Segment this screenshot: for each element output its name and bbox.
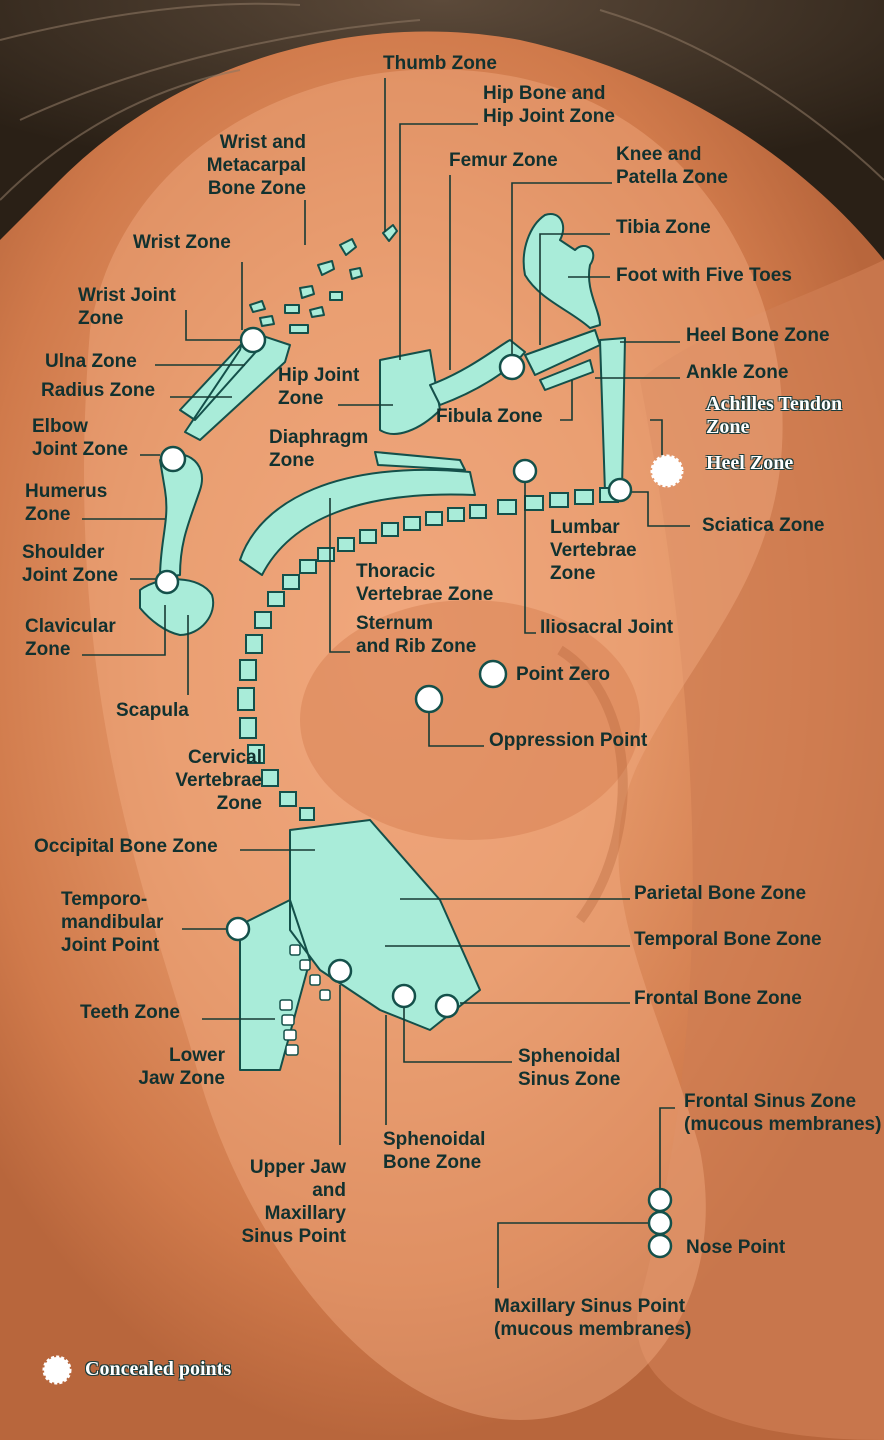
- label-frontal-sinus-zone: Frontal Sinus Zone (mucous membranes): [684, 1090, 881, 1136]
- label-hip-joint-zone: Hip Joint Zone: [278, 364, 359, 410]
- label-shoulder-zone: Shoulder Joint Zone: [22, 541, 118, 587]
- label-sciatica-zone: Sciatica Zone: [702, 514, 825, 537]
- label-diaphragm-zone: Diaphragm Zone: [269, 426, 368, 472]
- label-achilles-zone: Achilles Tendon Zone: [706, 393, 842, 439]
- label-frontal-zone: Frontal Bone Zone: [634, 987, 802, 1010]
- label-temporal-zone: Temporal Bone Zone: [634, 928, 822, 951]
- label-ulna-zone: Ulna Zone: [45, 350, 137, 373]
- label-wrist-metacarpal-zone: Wrist and Metacarpal Bone Zone: [180, 131, 306, 200]
- label-upper-jaw-point: Upper Jaw and Maxillary Sinus Point: [210, 1156, 346, 1248]
- label-occipital-zone: Occipital Bone Zone: [34, 835, 218, 858]
- label-wrist-zone: Wrist Zone: [133, 231, 231, 254]
- label-thoracic-zone: Thoracic Vertebrae Zone: [356, 560, 493, 606]
- label-femur-zone: Femur Zone: [449, 149, 558, 172]
- label-point-zero: Point Zero: [516, 663, 610, 686]
- heel-bone: [600, 338, 625, 492]
- label-parietal-zone: Parietal Bone Zone: [634, 882, 806, 905]
- label-lower-jaw-zone: Lower Jaw Zone: [120, 1044, 225, 1090]
- label-tibia-zone: Tibia Zone: [616, 216, 711, 239]
- label-lumbar-zone: Lumbar Vertebrae Zone: [550, 516, 637, 585]
- label-cervical-zone: Cervical Vertebrae Zone: [140, 746, 262, 815]
- label-humerus-zone: Humerus Zone: [25, 480, 107, 526]
- label-ankle-zone: Ankle Zone: [686, 361, 788, 384]
- label-sphenoidal-bone-zone: Sphenoidal Bone Zone: [383, 1128, 485, 1174]
- label-radius-zone: Radius Zone: [41, 379, 155, 402]
- label-oppression-point: Oppression Point: [489, 729, 647, 752]
- label-teeth-zone: Teeth Zone: [80, 1001, 180, 1024]
- label-foot-zone: Foot with Five Toes: [616, 264, 792, 287]
- label-tmj-point: Temporo- mandibular Joint Point: [61, 888, 163, 957]
- label-heel-zone: Heel Zone: [706, 452, 793, 475]
- label-wrist-joint-zone: Wrist Joint Zone: [78, 284, 176, 330]
- label-nose-point: Nose Point: [686, 1236, 785, 1259]
- label-elbow-zone: Elbow Joint Zone: [32, 415, 128, 461]
- label-sphenoidal-sinus-zone: Sphenoidal Sinus Zone: [518, 1045, 620, 1091]
- label-knee-zone: Knee and Patella Zone: [616, 143, 728, 189]
- label-sternum-zone: Sternum and Rib Zone: [356, 612, 476, 658]
- label-hip-bone-zone: Hip Bone and Hip Joint Zone: [483, 82, 615, 128]
- label-scapula: Scapula: [116, 699, 189, 722]
- label-fibula-zone: Fibula Zone: [436, 405, 543, 428]
- label-clavicular-zone: Clavicular Zone: [25, 615, 116, 661]
- label-iliosacral-joint: Iliosacral Joint: [540, 616, 673, 639]
- label-heel-bone-zone: Heel Bone Zone: [686, 324, 830, 347]
- label-thumb-zone: Thumb Zone: [383, 52, 497, 75]
- label-maxillary-sinus-point: Maxillary Sinus Point (mucous membranes): [494, 1295, 691, 1341]
- legend-concealed-points: Concealed points: [85, 1358, 231, 1381]
